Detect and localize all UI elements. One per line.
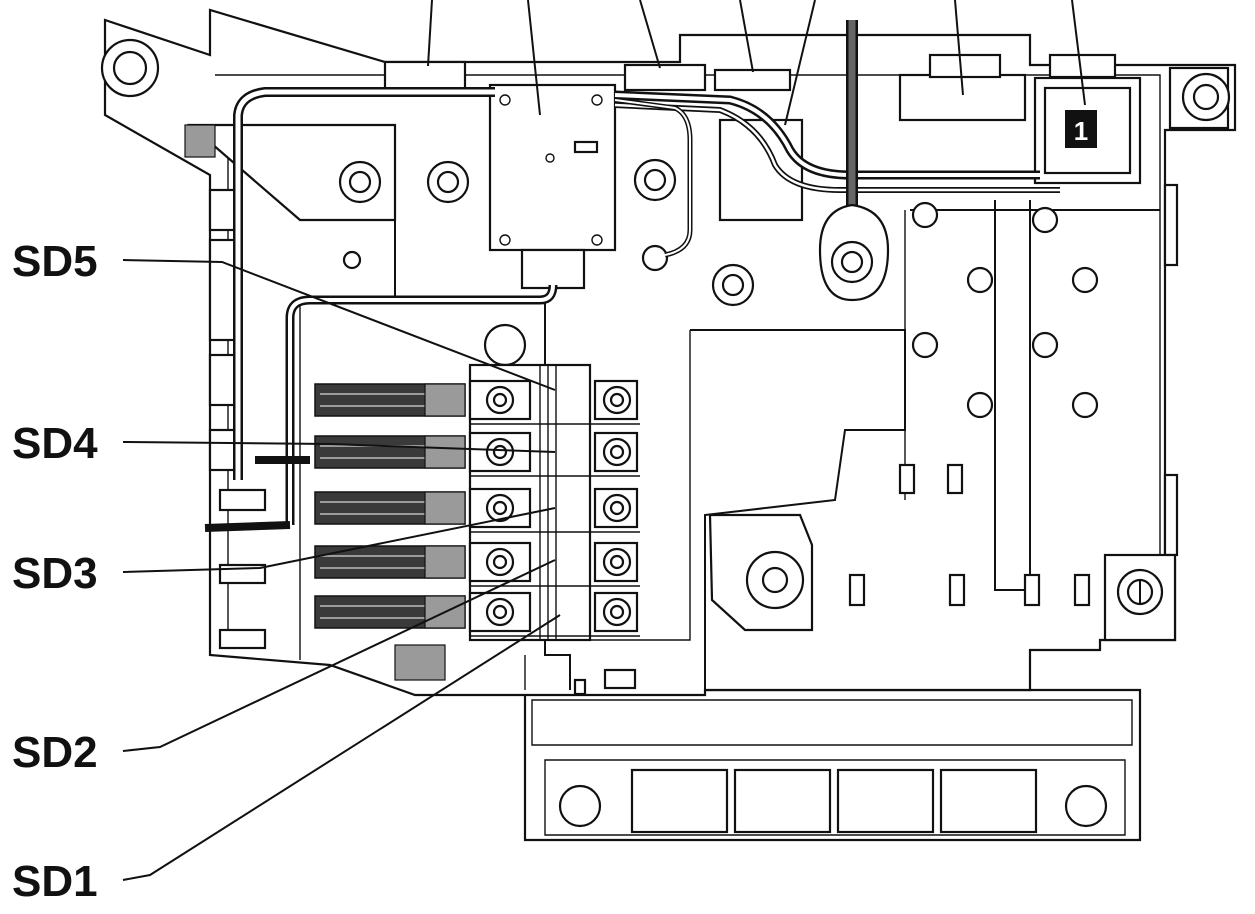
wiring-harness — [204, 20, 1060, 532]
fuse-blade-end — [424, 545, 466, 579]
terminal-nut-right-core — [609, 500, 625, 516]
terminal-nut-right-core — [609, 604, 625, 620]
fuse-blade-end — [424, 491, 466, 525]
contact-plate — [708, 183, 1179, 642]
fuse-blade-end — [424, 383, 466, 417]
fuse-labels: SD5 SD4 SD3 SD2 SD1 — [12, 237, 98, 906]
terminal-nut-left-core — [492, 554, 508, 570]
label-sd1: SD1 — [12, 857, 98, 906]
fuse-rows — [314, 379, 640, 637]
label-sd3: SD3 — [12, 549, 98, 598]
label-sd5: SD5 — [12, 237, 98, 286]
terminal-nut-left-core — [492, 392, 508, 408]
fuse-blade-end — [424, 435, 466, 469]
terminal-nut-left-core — [492, 444, 508, 460]
label-sd4: SD4 — [12, 419, 98, 468]
fuse-sd3 — [314, 487, 640, 533]
label-sd2: SD2 — [12, 728, 98, 777]
control-module-housing — [523, 688, 1142, 842]
terminal-nut-right-core — [609, 392, 625, 408]
position-marker-label: 1 — [1074, 116, 1088, 146]
fuse-sd4 — [314, 431, 640, 477]
top-fuse-carriers — [383, 53, 1117, 222]
relay-module — [488, 83, 617, 290]
terminal-nut-left-core — [492, 604, 508, 620]
leader-lines — [122, 0, 1086, 881]
fuse-sd5 — [314, 379, 640, 425]
terminal-nut-left-core — [492, 500, 508, 516]
terminal-nut-right-core — [609, 444, 625, 460]
fuse-sd1 — [314, 591, 640, 637]
position-marker-1: 1 — [1033, 76, 1142, 185]
terminal-nut-right-core — [609, 554, 625, 570]
